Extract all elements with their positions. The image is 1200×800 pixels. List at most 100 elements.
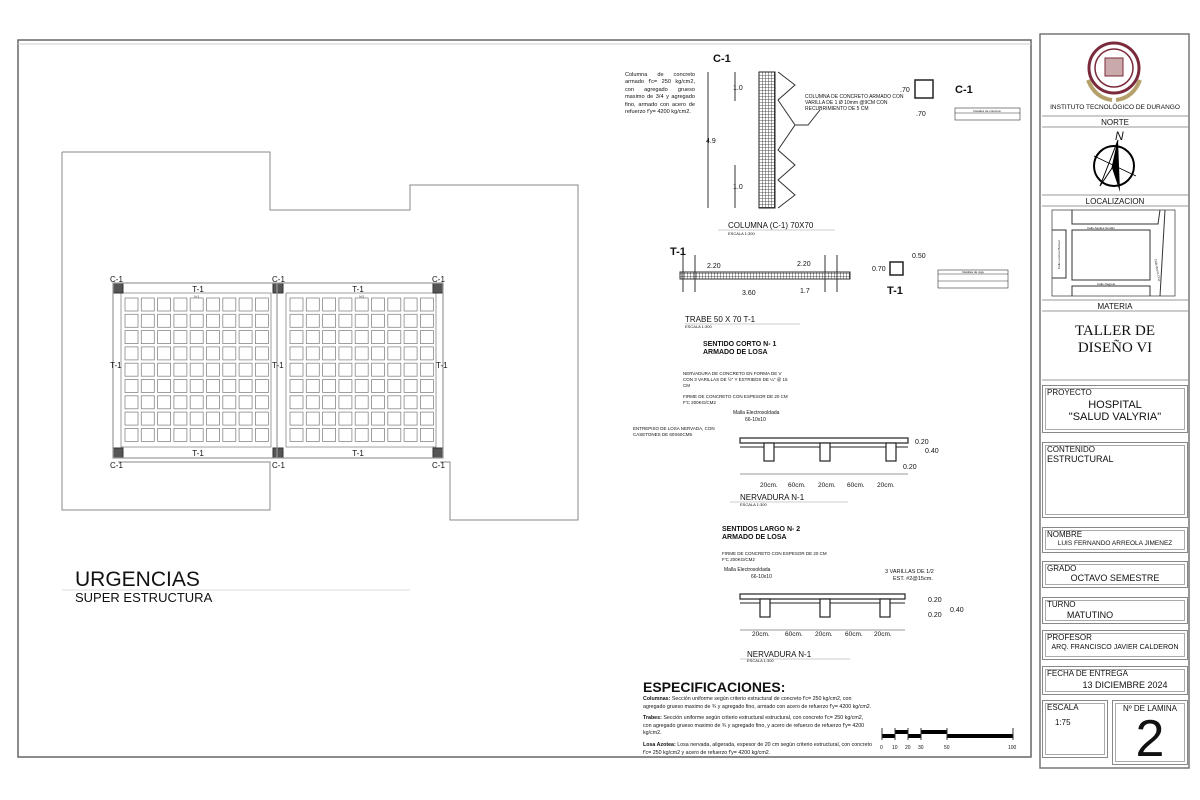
waffle-void — [371, 379, 385, 393]
rib — [879, 598, 891, 618]
slab-short-heading: SENTIDO CORTO N- 1 — [703, 341, 776, 348]
stirrup-callouts — [777, 71, 796, 209]
name-label: NOMBRE — [1047, 530, 1083, 539]
plan-subtitle: SUPER ESTRUCTURA — [75, 590, 213, 605]
dim-h: 20cm. — [815, 631, 833, 638]
rib-section — [739, 437, 909, 475]
waffle-void — [305, 297, 320, 312]
scale-tick: 0 — [880, 745, 883, 751]
waffle-void — [173, 395, 188, 410]
waffle-void — [254, 379, 269, 393]
waffle-void — [289, 313, 304, 328]
waffle-void — [403, 395, 418, 410]
waffle-void — [157, 313, 172, 328]
slab-panel-outline — [285, 292, 437, 448]
waffle-void — [173, 330, 188, 345]
rib-note: CM — [683, 383, 690, 388]
waffle-void — [289, 379, 304, 393]
dim-v: 0.40 — [950, 607, 964, 614]
waffle-void — [206, 330, 220, 345]
waffle-void — [338, 395, 353, 410]
waffle-void — [305, 411, 320, 426]
content-box: CONTENIDO ESTRUCTURAL — [1042, 442, 1188, 518]
structural-plan: T-1 T-1 T-1 T-1 T-1 T-1 T-1 C-1 C-1 C-1 … — [110, 275, 448, 470]
institute-name: INSTITUTO TECNOLÓGICO DE DURANGO — [1050, 104, 1180, 111]
waffle-void — [206, 313, 220, 328]
spec-text: Sección uniforme según criterio estructu… — [643, 715, 865, 737]
waffle-void — [354, 297, 369, 312]
waffle-void — [206, 427, 220, 442]
waffle-void — [305, 395, 320, 410]
waffle-void — [419, 313, 434, 328]
column-section — [914, 79, 934, 99]
waffle-void — [254, 411, 269, 426]
waffle-void — [338, 297, 353, 312]
column-c1 — [432, 282, 444, 294]
structural-plan-grid — [112, 282, 444, 459]
waffle-void — [419, 411, 434, 426]
street-label: Calle Bruno Cruz — [1153, 259, 1161, 283]
waffle-void — [419, 346, 434, 361]
waffle-void — [371, 346, 385, 361]
location-map: Calle Aquiles Serdán Calle Lorenzo Bocue… — [1051, 209, 1176, 297]
waffle-void — [419, 379, 434, 393]
waffle-void — [354, 411, 369, 426]
waffle-void — [338, 330, 353, 345]
waffle-void — [289, 395, 304, 410]
waffle-void — [387, 379, 402, 393]
waffle-void — [222, 427, 237, 442]
mesh-note: Malla Electrosoldada — [724, 567, 771, 573]
graphic-scale-bar: 0 10 20 30 50 100 — [880, 728, 1017, 751]
waffle-void — [124, 313, 139, 328]
dim-h: 20cm. — [818, 482, 836, 489]
column-label: C-1 — [272, 275, 285, 284]
street-label: Calle Negrete — [1097, 282, 1116, 286]
waffle-void — [322, 379, 337, 393]
waffle-void — [371, 362, 385, 377]
project-box: PROYECTO HOSPITAL "SALUD VALYRIA" — [1042, 385, 1188, 433]
waffle-void — [173, 427, 188, 442]
shift-label: TURNO — [1047, 600, 1076, 609]
waffle-void — [338, 427, 353, 442]
waffle-void — [173, 362, 188, 377]
shift-box: TURNO MATUTINO — [1042, 597, 1188, 624]
professor-box: PROFESOR ARQ. FRANCISCO JAVIER CALDERON — [1042, 630, 1188, 660]
dim-v: 0.20 — [903, 464, 917, 471]
sheet-number: 2 — [1135, 710, 1165, 768]
dim-h: 60cm. — [785, 631, 803, 638]
waffle-void — [157, 346, 172, 361]
subject-label: MATERIA — [1097, 302, 1133, 311]
project-name: HOSPITAL — [1088, 399, 1142, 411]
dim-h: 60cm. — [788, 482, 806, 489]
waffle-void — [157, 379, 172, 393]
date-label: FECHA DE ENTREGA — [1047, 669, 1128, 678]
slab-topping — [739, 593, 906, 600]
professor-name: ARQ. FRANCISCO JAVIER CALDERON — [1051, 644, 1179, 651]
dim-h: 20cm. — [877, 482, 895, 489]
spec-label: Trabes: — [643, 715, 662, 722]
waffle-void — [371, 330, 385, 345]
waffle-void — [305, 362, 320, 377]
waffle-void — [140, 411, 155, 426]
spec-text: Losa nervada, aligerada, espesor de 20 c… — [643, 741, 872, 756]
waffle-void — [322, 346, 337, 361]
waffle-void — [289, 297, 304, 312]
waffle-void — [173, 411, 188, 426]
content-label: CONTENIDO — [1047, 445, 1095, 454]
waffle-void — [238, 297, 253, 312]
plan-beam-frame — [112, 282, 444, 459]
waffle-void — [140, 395, 155, 410]
waffle-void — [238, 330, 253, 345]
topping-note: F'C 200KG/CM2 — [722, 557, 755, 562]
column-label: C-1 — [110, 461, 123, 470]
waffle-void — [157, 411, 172, 426]
waffle-void — [387, 427, 402, 442]
waffle-void — [387, 395, 402, 410]
waffle-void — [157, 395, 172, 410]
mesh-note: 66-10x10 — [751, 574, 772, 580]
rib-label: N-2 — [359, 295, 364, 299]
dim-total: 4.9 — [706, 138, 716, 145]
waffle-void — [387, 297, 402, 312]
column-note-container: Columna de concreto armado f'c= 250 kg/c… — [625, 72, 695, 115]
waffle-void — [403, 297, 418, 312]
